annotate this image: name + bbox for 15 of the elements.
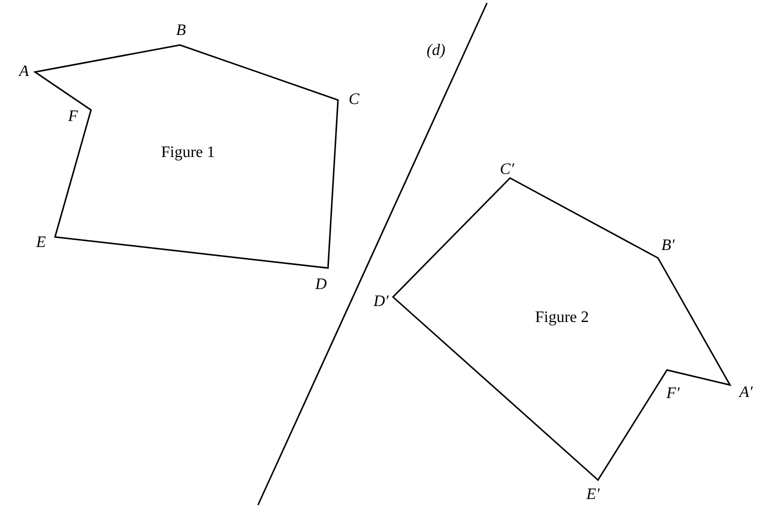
vertex-label: B′ [661,237,675,255]
vertex-label: D′ [373,293,389,311]
vertex-label: A [19,63,29,81]
figure-label: Figure 1 [161,144,215,162]
vertex-label: F′ [666,385,680,403]
vertex-label: D [315,276,327,294]
vertex-label: A′ [739,384,753,402]
vertex-label: F [68,108,78,126]
vertex-label: C′ [500,161,514,179]
line-label: (d) [426,42,446,60]
vertex-label: C [348,91,360,109]
vertex-label: E [36,234,46,252]
figure-label: Figure 2 [535,309,589,327]
vertex-label: E′ [586,486,600,504]
vertex-label: B [176,22,186,40]
